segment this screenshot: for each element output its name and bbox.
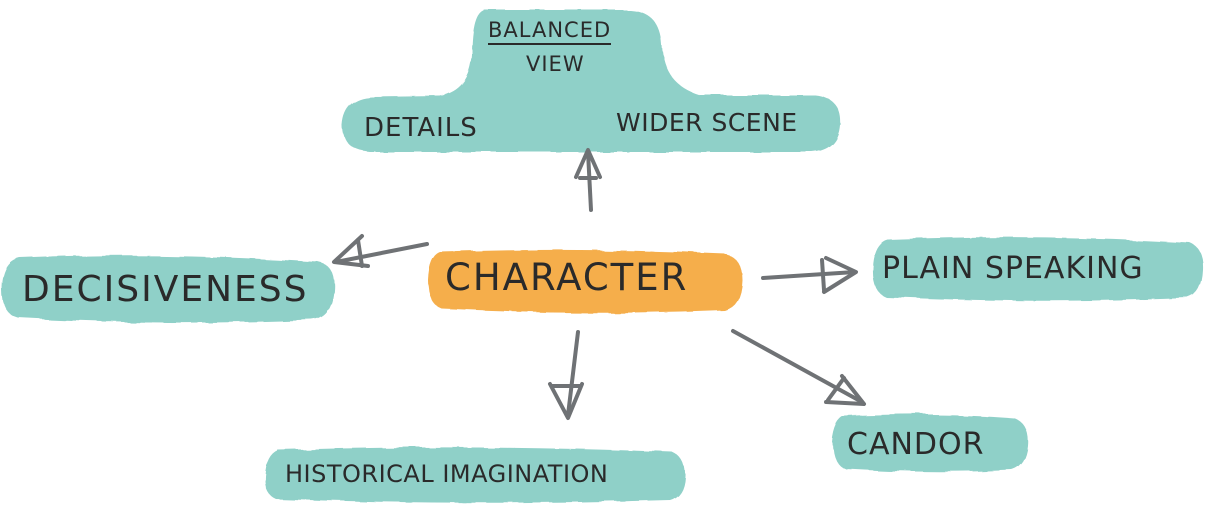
historical-imagination-label: HISTORICAL IMAGINATION [285, 460, 609, 488]
arrow-to-candor [731, 329, 866, 406]
decisiveness-label: DECISIVENESS [22, 269, 309, 310]
arrow-to-plain-speaking [761, 256, 858, 294]
details-label: DETAILS [364, 113, 478, 143]
arrow-to-decisiveness [332, 234, 429, 268]
arrow-to-historical-imagination [548, 330, 584, 420]
candor-label: CANDOR [847, 427, 985, 462]
character-shape [428, 249, 742, 313]
decisiveness-shape [2, 255, 335, 323]
plain-speaking-shape [872, 237, 1204, 301]
plain-speaking-label: PLAIN SPEAKING [882, 251, 1144, 286]
wider-scene-label: WIDER SCENE [616, 108, 798, 137]
balanced-view-title-line1: BALANCED [488, 20, 612, 45]
character-label: CHARACTER [445, 256, 689, 299]
candor-shape [832, 414, 1029, 472]
balanced-view-title-line2: VIEW [526, 52, 585, 76]
arrow-to-balanced-view [574, 148, 602, 212]
balanced-view-shape [342, 10, 841, 152]
historical-imagination-shape [264, 447, 686, 503]
